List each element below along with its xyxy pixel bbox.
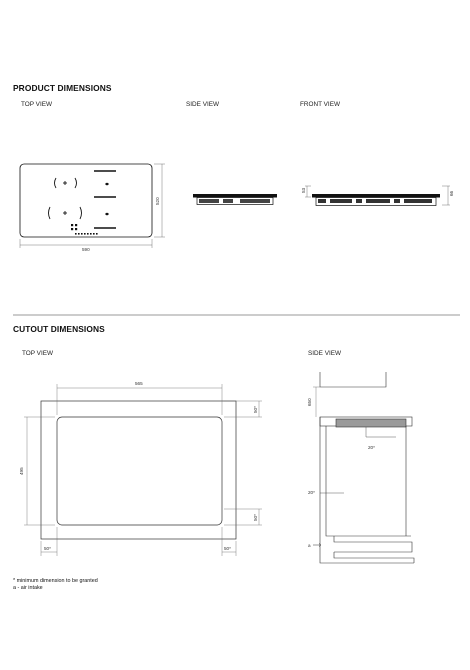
cutout-dimensions-heading: CUTOUT DIMENSIONS (13, 324, 105, 334)
cutout-width-label: 565 (135, 381, 143, 386)
side-gap-mid-label: 20* (308, 490, 315, 495)
cutout-side-view (313, 372, 415, 564)
product-front-view-label: FRONT VIEW (300, 101, 341, 108)
hob-side-view (193, 194, 277, 205)
note-minimum-dimension: * minimum dimension to be granted (13, 578, 98, 584)
product-dimensions-heading: PRODUCT DIMENSIONS (13, 83, 112, 93)
cooking-zone-right (94, 170, 116, 229)
front-height-right-label: 66 (449, 190, 454, 196)
cooking-zone-left-front (48, 206, 82, 220)
cutout-top-view (24, 384, 262, 556)
cutout-top-view-label: TOP VIEW (22, 350, 54, 357)
product-side-view-label: SIDE VIEW (186, 101, 220, 108)
hob-width-dimension (19, 239, 153, 248)
side-clearance-label: 650 (307, 398, 312, 406)
side-gap-top-label: 20* (368, 445, 375, 450)
hob-outline (19, 163, 153, 238)
cutout-opening (56, 416, 223, 526)
cutout-min-bottom-label: 50* (253, 514, 258, 521)
hob-top-view: 590 520 (19, 163, 165, 252)
hob-depth-dimension (154, 163, 165, 238)
hob-front-view (305, 185, 450, 206)
cutout-depth-label: 495 (19, 467, 24, 475)
cutout-min-left-label: 50* (44, 546, 51, 551)
cutout-min-top-label: 50* (253, 406, 258, 413)
hob-width-label: 590 (82, 247, 90, 252)
front-height-left-label: 53 (301, 187, 306, 193)
hob-depth-label: 520 (155, 197, 160, 205)
air-intake-label: a (308, 543, 311, 548)
control-panel-dots (71, 224, 98, 235)
worktop-outline (40, 400, 237, 540)
note-air-intake: a - air intake (13, 585, 43, 591)
cooking-zone-left-rear (54, 177, 77, 189)
cutout-side-view-label: SIDE VIEW (308, 350, 342, 357)
product-top-view-label: TOP VIEW (21, 101, 53, 108)
cutout-min-right-label: 50* (224, 546, 231, 551)
